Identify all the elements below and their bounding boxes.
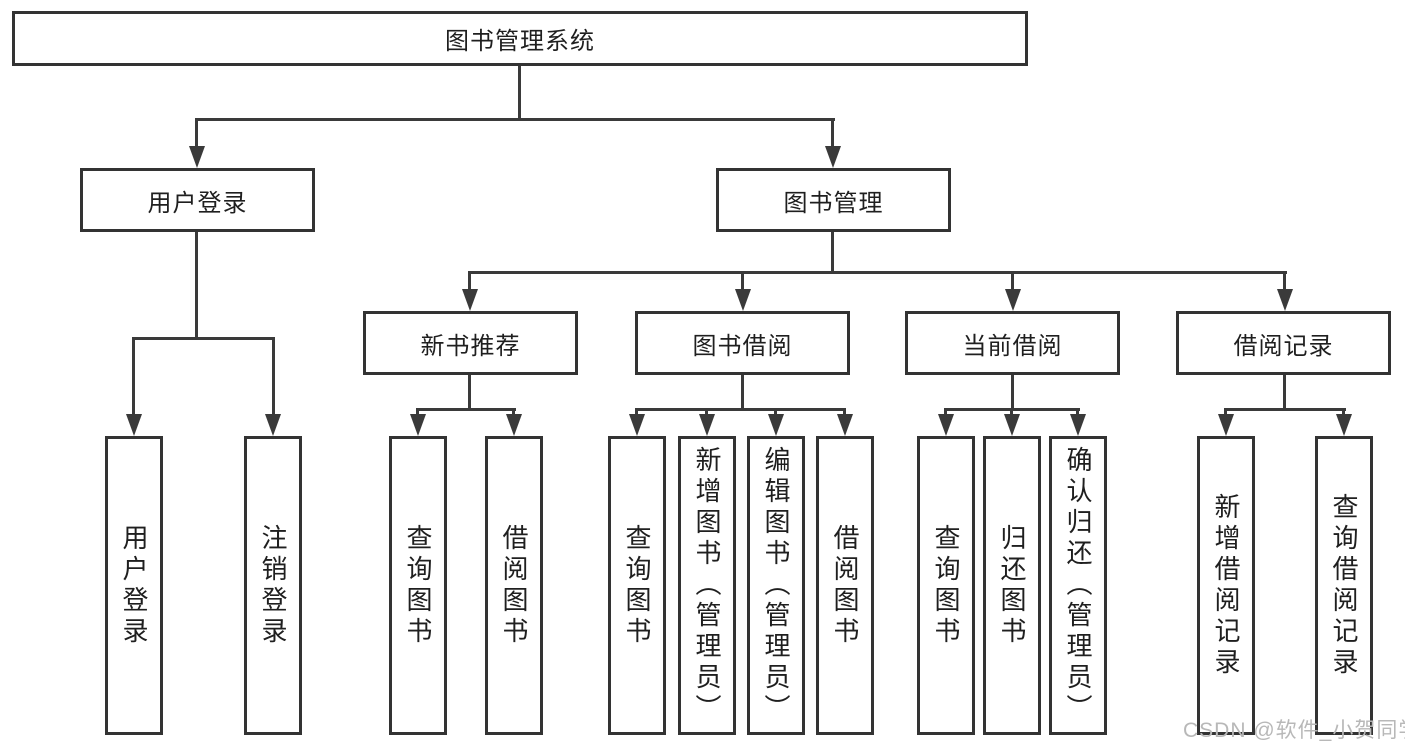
leaf-label: 查询借阅记录 (1329, 492, 1359, 679)
leaf-user-login: 用户登录 (105, 436, 163, 735)
arrow-down-icon (699, 414, 715, 436)
connector-line (416, 408, 516, 411)
leaf-borrow-add-books-admin: 新增图书（管理员） (678, 436, 736, 735)
connector-line (468, 271, 1287, 274)
connector-line (195, 118, 835, 121)
connector-line (518, 66, 521, 120)
arrow-down-icon (462, 289, 478, 311)
connector-line (1283, 271, 1286, 295)
node-current-borrowing: 当前借阅 (905, 311, 1120, 375)
leaf-borrow-borrow-books: 借阅图书 (816, 436, 874, 735)
connector-line (1011, 375, 1014, 411)
connector-line (831, 232, 834, 274)
node-label: 新书推荐 (420, 332, 521, 360)
leaf-label: 确认归还（管理员） (1063, 446, 1093, 725)
connector-line (1224, 408, 1346, 411)
csdn-watermark: CSDN @软件_小贺同学 (1183, 719, 1405, 742)
leaf-current-confirm-return-admin: 确认归还（管理员） (1049, 436, 1107, 735)
connector-line (195, 232, 198, 340)
leaf-label: 新增借阅记录 (1211, 492, 1241, 679)
leaf-label: 查询图书 (931, 523, 961, 648)
node-label: 图书管理 (783, 189, 884, 217)
connector-line (195, 118, 198, 150)
connector-line (741, 375, 744, 411)
leaf-label: 新增图书（管理员） (692, 446, 722, 725)
node-borrowing-records: 借阅记录 (1176, 311, 1391, 375)
leaf-logout: 注销登录 (244, 436, 302, 735)
connector-line (132, 337, 275, 340)
arrow-down-icon (189, 146, 205, 168)
arrow-down-icon (938, 414, 954, 436)
arrow-down-icon (629, 414, 645, 436)
arrow-down-icon (825, 146, 841, 168)
node-label: 当前借阅 (962, 332, 1063, 360)
leaf-label: 借阅图书 (499, 523, 529, 648)
node-user-login: 用户登录 (80, 168, 315, 232)
leaf-current-query-books: 查询图书 (917, 436, 975, 735)
node-label: 图书管理系统 (445, 28, 595, 55)
node-book-borrowing: 图书借阅 (635, 311, 850, 375)
connector-line (741, 271, 744, 295)
arrow-down-icon (265, 414, 281, 436)
leaf-label: 借阅图书 (830, 523, 860, 648)
leaf-borrow-query-books: 查询图书 (608, 436, 666, 735)
arrow-down-icon (506, 414, 522, 436)
arrow-down-icon (1005, 289, 1021, 311)
arrow-down-icon (837, 414, 853, 436)
connector-line (468, 375, 471, 411)
leaf-label: 归还图书 (997, 523, 1027, 648)
leaf-label: 用户登录 (119, 523, 149, 648)
node-library-management-system: 图书管理系统 (12, 11, 1028, 66)
node-label: 用户登录 (147, 189, 248, 217)
leaf-label: 查询图书 (403, 523, 433, 648)
node-new-book-recommendation: 新书推荐 (363, 311, 578, 375)
connector-line (1283, 375, 1286, 411)
leaf-records-add-borrow-record: 新增借阅记录 (1197, 436, 1255, 735)
leaf-current-return-books: 归还图书 (983, 436, 1041, 735)
leaf-label: 注销登录 (258, 523, 288, 648)
node-label: 图书借阅 (692, 332, 793, 360)
arrow-down-icon (1218, 414, 1234, 436)
connector-line (272, 337, 275, 417)
leaf-label: 编辑图书（管理员） (761, 446, 791, 725)
arrow-down-icon (768, 414, 784, 436)
arrow-down-icon (1070, 414, 1086, 436)
connector-line (635, 408, 846, 411)
leaf-recommend-query-books: 查询图书 (389, 436, 447, 735)
leaf-label: 查询图书 (622, 523, 652, 648)
arrow-down-icon (1004, 414, 1020, 436)
leaf-borrow-edit-books-admin: 编辑图书（管理员） (747, 436, 805, 735)
node-book-management: 图书管理 (716, 168, 951, 232)
connector-line (831, 118, 834, 150)
arrow-down-icon (126, 414, 142, 436)
arrow-down-icon (735, 289, 751, 311)
connector-line (132, 337, 135, 417)
arrow-down-icon (1336, 414, 1352, 436)
connector-line (1011, 271, 1014, 295)
leaf-records-query-borrow-record: 查询借阅记录 (1315, 436, 1373, 735)
leaf-recommend-borrow-books: 借阅图书 (485, 436, 543, 735)
node-label: 借阅记录 (1233, 332, 1334, 360)
arrow-down-icon (410, 414, 426, 436)
arrow-down-icon (1277, 289, 1293, 311)
connector-line (468, 271, 471, 295)
